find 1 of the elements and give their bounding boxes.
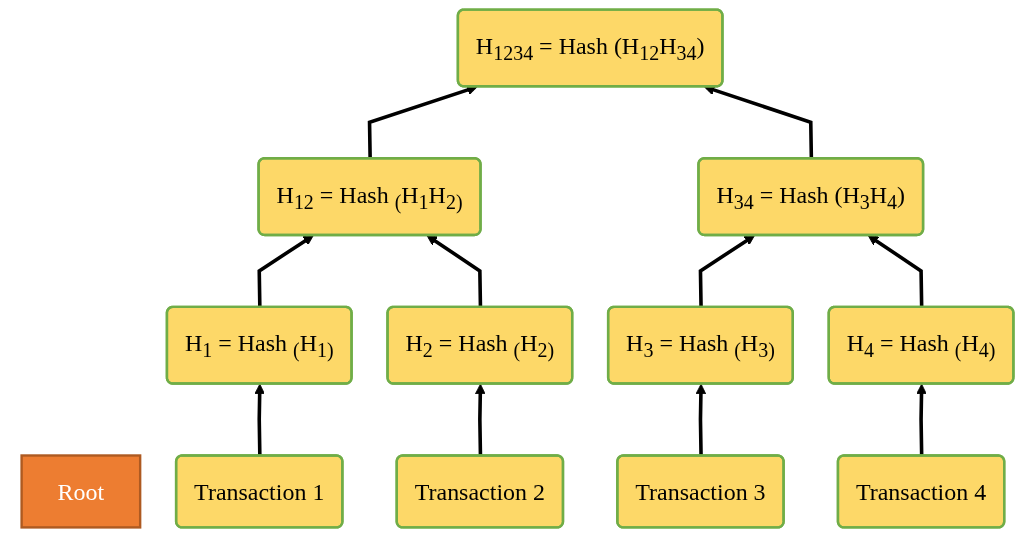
node-box: Root: [20, 454, 142, 529]
